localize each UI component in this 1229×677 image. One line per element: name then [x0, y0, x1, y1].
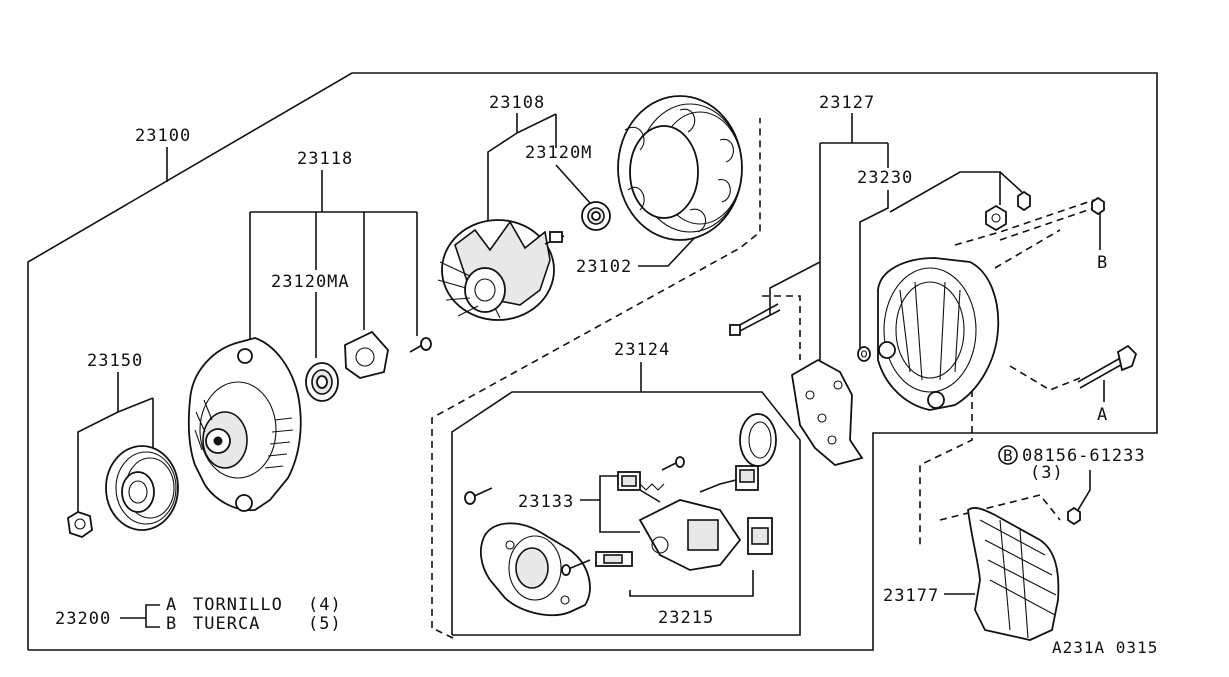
label-23150: 23150	[87, 351, 143, 371]
regulator-screw	[661, 456, 685, 471]
label-23108: 23108	[489, 93, 545, 113]
ref-letter-a: A	[1097, 405, 1108, 425]
label-23102: 23102	[576, 257, 632, 277]
front-bearing	[305, 362, 339, 402]
brush-pair	[595, 551, 633, 567]
retainer-screw	[409, 337, 432, 353]
terminal-nut-small	[1017, 190, 1031, 212]
pulley	[105, 445, 179, 531]
label-23120m: 23120M	[525, 143, 592, 163]
bearing-retainer	[344, 330, 389, 379]
bolt-ref-qty: (3)	[1030, 463, 1064, 483]
rear-housing	[877, 257, 1000, 411]
pulley-nut	[67, 511, 93, 538]
stator	[617, 95, 743, 241]
label-23133: 23133	[518, 492, 574, 512]
label-23177: 23177	[883, 586, 939, 606]
rotor	[437, 219, 565, 321]
bolt-ref-circle	[998, 445, 1018, 465]
washer	[857, 346, 871, 362]
through-bolt	[729, 303, 781, 336]
brush-holder	[638, 499, 742, 571]
label-23118: 23118	[297, 149, 353, 169]
terminal-nut-large	[985, 204, 1007, 232]
legend-b-qty: (5)	[308, 614, 342, 634]
label-23120ma: 23120MA	[271, 272, 350, 292]
brush-terminal	[617, 471, 641, 491]
rear-cover-screw	[1067, 506, 1081, 526]
spring-contact	[639, 483, 665, 503]
legend-b-text: TUERCA	[193, 614, 260, 634]
bolt-a	[1077, 344, 1138, 389]
label-23100: 23100	[135, 126, 191, 146]
bolt-ref-number: 08156-61233	[1022, 446, 1146, 466]
label-23127: 23127	[819, 93, 875, 113]
rectifier	[791, 358, 864, 466]
regulator-terminal	[699, 465, 759, 493]
cover-screw	[464, 487, 493, 505]
label-23124: 23124	[614, 340, 670, 360]
capacitor-block	[747, 517, 773, 555]
front-housing	[187, 337, 302, 512]
legend-a-qty: (4)	[308, 595, 342, 615]
terminal-nut-b	[1091, 196, 1105, 216]
label-23215: 23215	[658, 608, 714, 628]
bolt-ref-circle-letter: B	[1003, 446, 1014, 465]
fastener-legend: A TORNILLO (4) B TUERCA (5)	[120, 595, 342, 634]
label-23200: 23200	[55, 609, 111, 629]
rear-cover	[967, 507, 1060, 641]
diagram-code: A231A 0315	[1052, 638, 1158, 657]
legend-b-letter: B	[166, 614, 177, 634]
brush-screw	[561, 559, 591, 576]
legend-a-letter: A	[166, 595, 177, 615]
legend-a-text: TORNILLO	[193, 595, 283, 615]
brush-holder-box	[451, 391, 801, 636]
assembly-boundary	[27, 72, 1158, 651]
rear-cover-plate	[479, 522, 591, 616]
ref-letter-b: B	[1097, 253, 1108, 273]
seal-ring	[739, 413, 777, 467]
label-23230: 23230	[857, 168, 913, 188]
rotor-bearing	[581, 201, 611, 231]
